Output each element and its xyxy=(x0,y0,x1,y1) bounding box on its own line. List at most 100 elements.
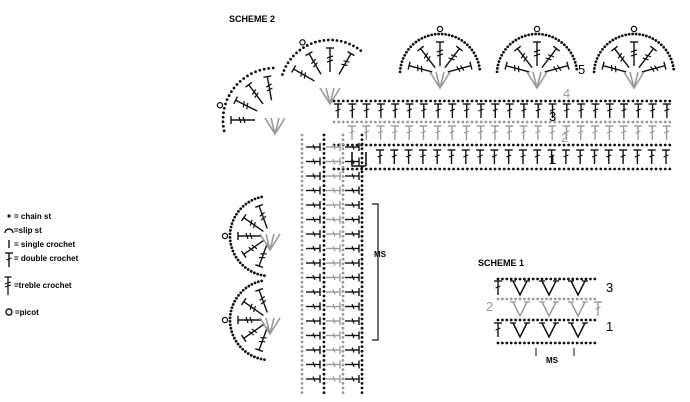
chain-st-icon xyxy=(7,214,11,218)
chain-dot xyxy=(527,277,531,281)
chain-dot xyxy=(322,142,326,146)
chain-dot xyxy=(360,349,364,353)
chain-dot xyxy=(452,120,455,124)
double-crochet-stitch xyxy=(333,103,343,119)
chain-dot xyxy=(454,35,458,39)
chain-dot xyxy=(521,167,524,171)
chain-dot xyxy=(300,138,304,142)
chain-dot xyxy=(594,167,598,171)
double-crochet-stitch xyxy=(576,125,586,141)
double-crochet-stitch xyxy=(375,149,385,165)
chain-dot xyxy=(355,46,359,50)
chain-dot xyxy=(252,271,256,275)
chain-dot xyxy=(502,50,505,54)
chain-dot xyxy=(558,297,561,301)
treble-crochet-stitch xyxy=(237,315,263,325)
chain-dot xyxy=(651,37,655,41)
double-crochet-stitch xyxy=(433,125,443,141)
chain-dot xyxy=(360,142,364,146)
grey-base-stitches xyxy=(623,71,645,90)
chain-dot xyxy=(518,297,522,301)
chain-dot xyxy=(562,297,566,301)
chain-dot xyxy=(523,341,526,345)
chain-dot xyxy=(341,156,345,160)
chain-dot xyxy=(228,319,232,323)
double-crochet-stitch xyxy=(344,287,360,297)
chain-dot xyxy=(300,262,304,266)
chain-dot xyxy=(235,212,238,216)
double-crochet-stitch xyxy=(446,149,457,165)
chain-dot xyxy=(256,196,260,200)
double-crochet-stitch xyxy=(305,374,321,384)
chain-dot xyxy=(580,277,583,281)
shell-fans xyxy=(216,25,676,362)
double-crochet-stitch xyxy=(661,149,671,165)
chain-dot xyxy=(224,102,227,106)
chain-dot xyxy=(341,372,345,376)
chain-dot xyxy=(360,184,364,188)
chain-dot xyxy=(341,230,345,234)
chain-dot xyxy=(254,70,257,74)
chain-dot xyxy=(232,86,236,90)
chain-dot xyxy=(228,323,232,327)
chain-dot xyxy=(523,34,527,38)
chain-dot xyxy=(567,167,570,171)
chain-dot xyxy=(341,285,345,289)
chain-dot xyxy=(322,244,326,247)
chain-dot xyxy=(516,120,520,124)
chain-dot xyxy=(300,152,304,155)
chain-dot xyxy=(322,368,326,371)
chain-dot xyxy=(337,143,340,147)
chain-dot xyxy=(523,318,526,322)
chain-dot xyxy=(339,39,343,43)
chain-dot xyxy=(406,120,409,124)
chain-dot xyxy=(496,277,500,281)
chain-dot xyxy=(383,167,386,171)
chain-dot xyxy=(613,99,616,103)
chain-dot xyxy=(447,167,451,171)
chain-dot xyxy=(495,70,499,74)
chain-dot xyxy=(322,267,326,270)
chain-dot xyxy=(364,143,368,147)
chain-dot xyxy=(300,340,304,344)
chain-dot xyxy=(617,167,621,171)
treble-crochet-stitch xyxy=(634,45,658,71)
chain-dot xyxy=(627,143,630,147)
chain-dot xyxy=(617,120,621,124)
chain-dot xyxy=(452,167,455,171)
chain-dot xyxy=(360,193,364,197)
chain-dot xyxy=(535,120,538,124)
chain-dot xyxy=(540,341,544,345)
chain-dot xyxy=(447,120,451,124)
treble-crochet-stitch xyxy=(304,50,326,78)
chain-dot xyxy=(520,35,524,39)
chain-dot xyxy=(230,330,234,334)
chain-dot xyxy=(539,167,543,171)
chain-dot xyxy=(359,49,363,52)
chain-dot xyxy=(426,34,430,38)
scheme1-ms-bracket xyxy=(535,348,575,356)
chain-dot xyxy=(447,143,451,147)
chain-dot xyxy=(341,340,345,344)
chain-dot xyxy=(553,167,557,171)
chain-dot xyxy=(322,152,326,155)
chain-dot xyxy=(506,45,510,49)
scheme1-row-2: 2 xyxy=(486,299,493,314)
chain-dot xyxy=(237,293,240,297)
chain-dot xyxy=(415,99,419,103)
chain-dot xyxy=(521,143,524,147)
chain-dot xyxy=(545,297,548,301)
double-crochet-stitch xyxy=(344,171,360,181)
chain-dot xyxy=(300,276,304,279)
chain-dot xyxy=(571,167,575,171)
chain-dot xyxy=(433,167,437,171)
chain-dot xyxy=(549,318,553,322)
chain-dot xyxy=(659,167,662,171)
chain-dot xyxy=(222,111,225,115)
chain-dot xyxy=(544,120,547,124)
chain-dot xyxy=(300,175,304,178)
chain-dot xyxy=(548,120,552,124)
chain-dot xyxy=(374,143,377,147)
chain-dot xyxy=(650,120,653,124)
double-crochet-stitch xyxy=(390,103,400,119)
